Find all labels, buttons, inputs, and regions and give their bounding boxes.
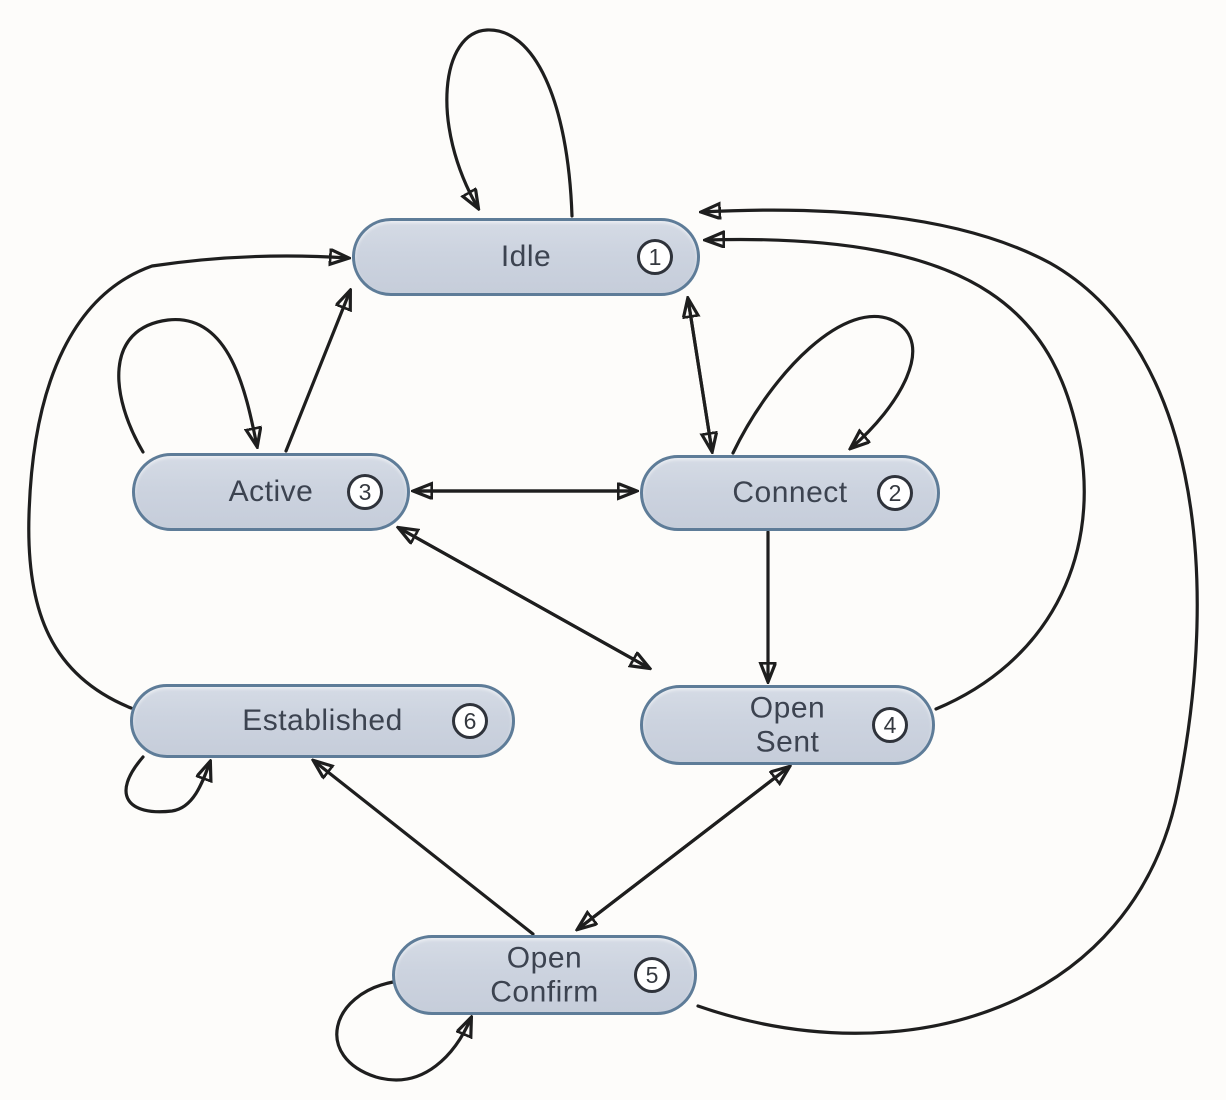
state-open-confirm-number-badge: 5 [634, 957, 670, 993]
state-active-label: Active [228, 475, 314, 509]
state-idle-number-badge: 1 [637, 239, 673, 275]
state-idle: Idle 1 [352, 218, 700, 296]
transition-open-sent-to-idle [706, 239, 1086, 711]
transition-active-self [117, 318, 257, 454]
transition-established-to-idle [27, 256, 348, 710]
state-active-number-badge: 3 [347, 474, 383, 510]
state-connect-label: Connect [732, 476, 848, 510]
state-open-sent-label: Open Sent [749, 691, 826, 758]
state-established-label: Established [242, 704, 403, 738]
state-open-confirm-label: Open Confirm [490, 941, 599, 1008]
state-established: Established 6 [130, 684, 515, 758]
state-idle-label: Idle [500, 240, 552, 274]
state-open-sent-number-badge: 4 [872, 707, 908, 743]
transition-connect-self [731, 314, 915, 455]
transition-idle-self [445, 28, 574, 218]
transition-open-confirm-to-idle [696, 210, 1199, 1035]
state-open-confirm: Open Confirm 5 [392, 935, 697, 1015]
transition-open-confirm-to-established [314, 761, 535, 936]
transition-open-sent-to-active [399, 528, 651, 670]
state-active: Active 3 [132, 453, 410, 531]
state-connect: Connect 2 [640, 455, 940, 531]
state-open-sent: Open Sent 4 [640, 685, 935, 765]
transition-open-confirm-to-open-sent [576, 767, 789, 931]
transition-active-to-idle [284, 291, 350, 453]
transition-connect-to-idle [688, 299, 714, 453]
transition-established-self [124, 755, 210, 814]
transition-open-confirm-self [335, 980, 471, 1082]
state-established-number-badge: 6 [452, 703, 488, 739]
state-connect-number-badge: 2 [877, 475, 913, 511]
